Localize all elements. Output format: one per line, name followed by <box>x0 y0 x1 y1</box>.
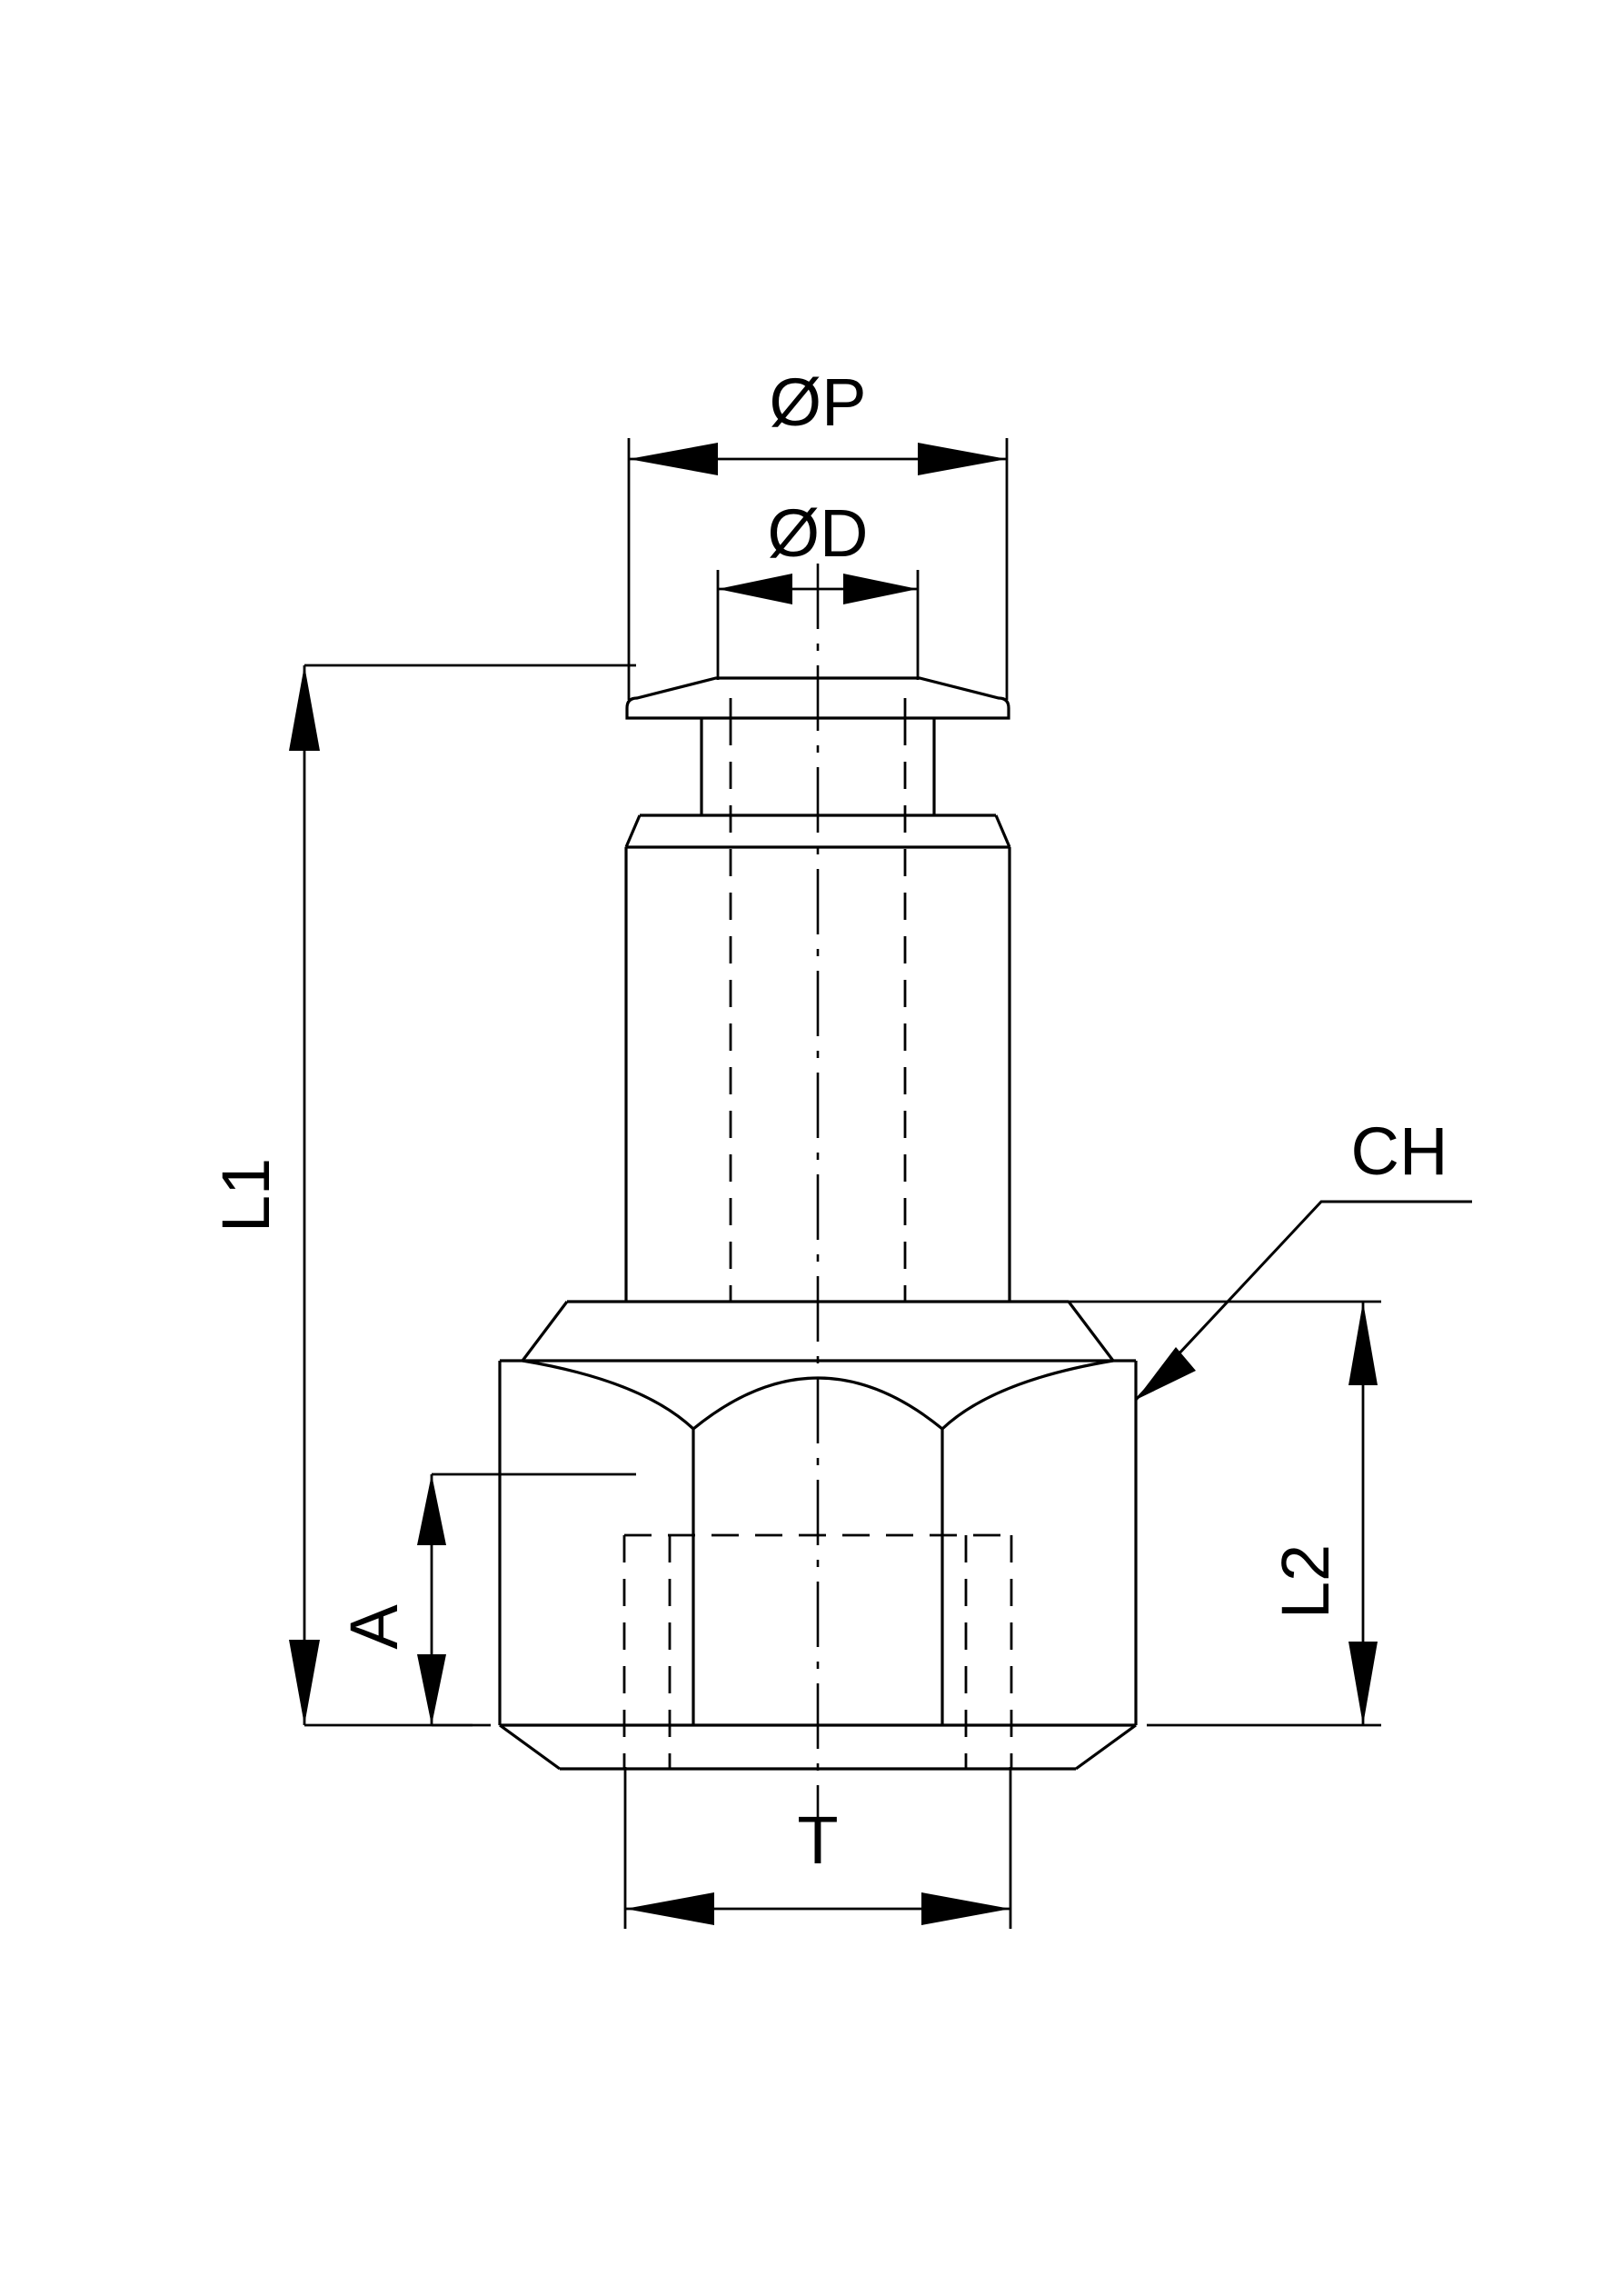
dimension-thread-t: T <box>623 1767 1012 1929</box>
dimension-diameter-d: ØD <box>716 495 920 680</box>
dimension-label-ch: CH <box>1351 1113 1448 1189</box>
collar-stem <box>700 718 936 815</box>
dimension-diameter-p: ØP <box>627 364 1009 700</box>
dimension-length-l1: L1 <box>208 664 636 1727</box>
release-collar <box>625 676 1010 720</box>
hidden-internal-bore <box>729 698 907 1302</box>
dimension-length-a: A <box>336 1472 636 1727</box>
dimension-length-l2: L2 <box>1068 1300 1381 1727</box>
dimension-label-a: A <box>336 1604 412 1650</box>
leader-hex-ch: CH <box>1134 1113 1472 1402</box>
dimension-label-diameter-p: ØP <box>770 364 867 440</box>
dimension-label-l1: L1 <box>208 1158 284 1233</box>
dimension-label-t: T <box>797 1802 838 1878</box>
dimension-label-diameter-d: ØD <box>768 495 869 571</box>
part-geometry <box>498 564 1138 1818</box>
dimension-label-l2: L2 <box>1268 1544 1343 1619</box>
